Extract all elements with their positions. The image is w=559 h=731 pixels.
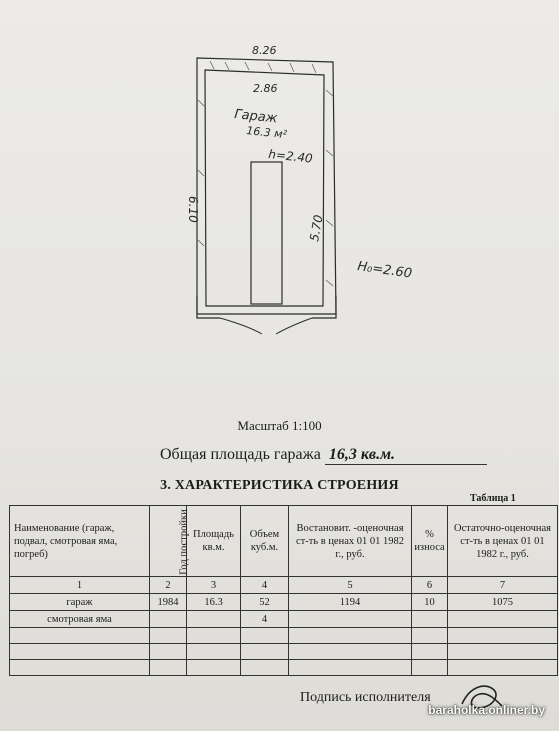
table-row: гараж 1984 16.3 52 1194 10 1075 — [9, 593, 558, 611]
watermark: baraholka.onliner.by — [428, 703, 545, 717]
empty-row — [9, 659, 558, 676]
header-area: Площадь кв.м. — [186, 505, 241, 577]
col-number: 7 — [447, 576, 558, 594]
col-number: 4 — [240, 576, 289, 594]
cell-volume: 52 — [240, 593, 289, 611]
table-number: Таблица 1 — [470, 493, 516, 504]
total-area-value: 16,3 кв.м. — [324, 446, 487, 465]
col-number: 5 — [288, 576, 412, 594]
outer-length-label: 6.10 — [186, 196, 200, 223]
inspection-pit — [250, 161, 283, 305]
building-characteristics-table: Наименование (гараж, подвал, смотровая я… — [9, 505, 558, 676]
empty-row — [9, 627, 558, 644]
column-number-row: 1 2 3 4 5 6 7 — [9, 576, 558, 594]
col-number: 6 — [411, 576, 448, 594]
cell-name: смотровая яма — [9, 610, 150, 628]
cell-area: 16.3 — [186, 593, 241, 611]
inner-length-label: 5.70 — [307, 213, 325, 242]
cell-residual-cost: 1075 — [447, 593, 558, 611]
scale-text: Масштаб 1:100 — [237, 418, 322, 433]
header-year: Год постройки — [149, 505, 190, 577]
section-title: 3. ХАРАКТЕРИСТИКА СТРОЕНИЯ — [160, 478, 399, 493]
empty-row — [9, 643, 558, 660]
wall-hatching — [197, 60, 334, 287]
cell-name: гараж — [9, 593, 150, 611]
building-height-label: H₀=2.60 — [356, 259, 412, 281]
signature-label: Подпись исполнителя — [300, 690, 431, 705]
col-number: 3 — [186, 576, 241, 594]
cell-area — [186, 610, 241, 628]
header-volume: Объем куб.м. — [240, 505, 289, 577]
signature-scribble — [461, 685, 503, 709]
garage-floor-plan: 8.26 2.86 Гараж 16.3 м² h=2.40 6.10 5.70… — [186, 44, 413, 335]
cell-restoration-cost: 1194 — [288, 593, 412, 611]
cell-year — [149, 610, 187, 628]
cell-wear: 10 — [411, 593, 448, 611]
cell-wear — [411, 610, 448, 628]
header-wear: % износа — [411, 505, 448, 577]
col-number: 1 — [9, 576, 150, 594]
cell-volume: 4 — [240, 610, 289, 628]
room-area-label: 16.3 м² — [246, 124, 288, 141]
total-area-line: Общая площадь гаража 16,3 кв.м. — [160, 446, 487, 465]
total-area-label: Общая площадь гаража — [160, 446, 321, 463]
inner-height-label: h=2.40 — [268, 147, 314, 166]
table-row: смотровая яма 4 — [9, 610, 558, 628]
header-name: Наименование (гараж, подвал, смотровая я… — [9, 505, 150, 577]
room-name-label: Гараж — [234, 107, 279, 126]
cell-restoration-cost — [288, 610, 412, 628]
inner-width-label: 2.86 — [253, 82, 278, 95]
header-residual-cost: Остаточно-оценочная ст-ть в ценах 01 01 … — [447, 505, 558, 577]
header-restoration-cost: Востановит. -оценочная ст-ть в ценах 01 … — [288, 505, 412, 577]
col-number: 2 — [149, 576, 187, 594]
outer-wall — [196, 57, 337, 315]
outer-width-label: 8.26 — [252, 44, 277, 57]
cell-year: 1984 — [149, 593, 187, 611]
cell-residual-cost — [447, 610, 558, 628]
inner-wall — [204, 69, 325, 307]
